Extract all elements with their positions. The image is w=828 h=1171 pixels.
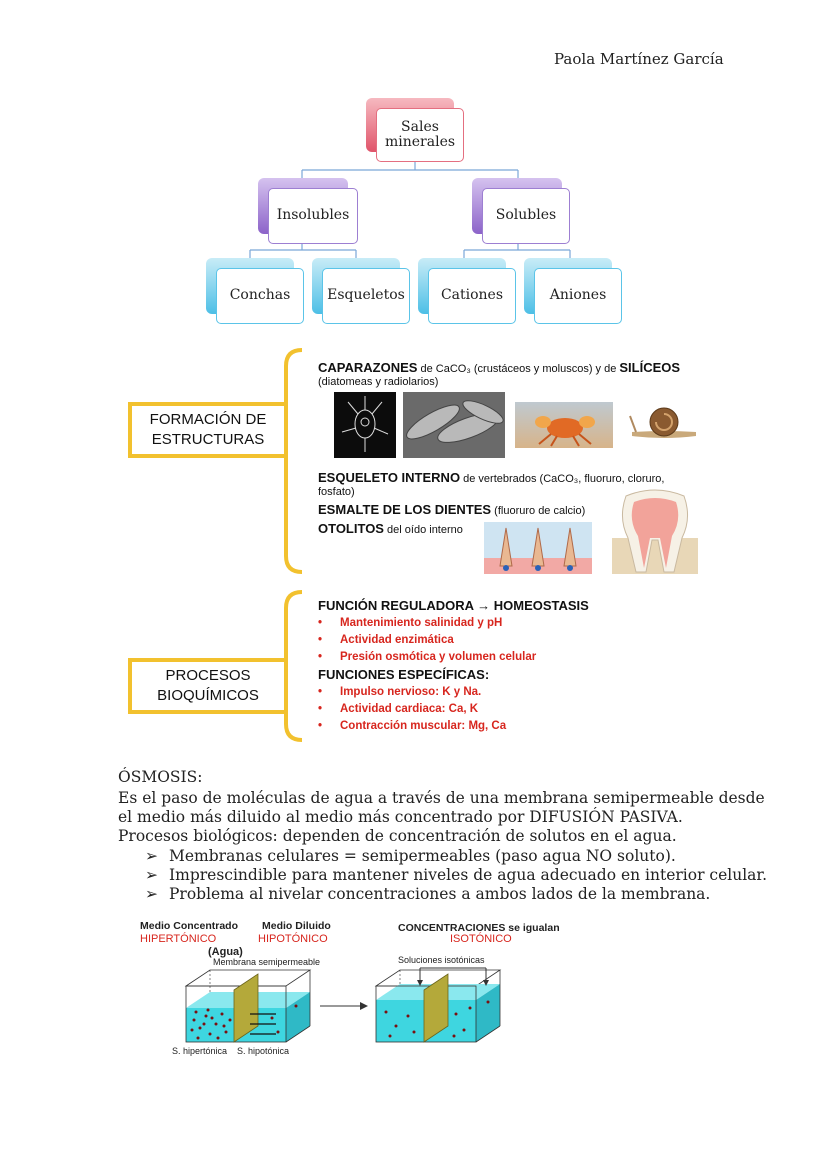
- org-chart-connectors: [249, 158, 571, 262]
- crab-icon: [535, 416, 595, 447]
- osmosis-bullet: ➢ Membranas celulares = semipermeables (p…: [145, 847, 676, 865]
- osmosis-heading: ÓSMOSIS:: [118, 768, 203, 786]
- osmosis-line3: Procesos biológicos: dependen de concent…: [118, 827, 677, 845]
- osmosis-bullet-text: Membranas celulares = semipermeables (pa…: [169, 847, 676, 865]
- otolith-icon: [484, 522, 592, 574]
- caparazones-title: CAPARAZONES: [318, 360, 418, 375]
- soluciones-label: Soluciones isotónicas: [398, 955, 485, 965]
- esqueletos-node: Esqueletos: [322, 268, 410, 324]
- especificas-item-text: Contracción muscular: Mg, Ca: [340, 720, 507, 732]
- aniones-node: Aniones: [534, 268, 622, 324]
- s-hipotonica-label: S. hipotónica: [237, 1046, 290, 1056]
- cationes-node: Cationes: [428, 268, 516, 324]
- cationes-label: Cationes: [440, 287, 504, 304]
- osmosis-line1: Es el paso de moléculas de agua a través…: [118, 789, 765, 807]
- membrana-label: Membrana semipermeable: [213, 957, 321, 967]
- yellow-braces: [280, 348, 303, 742]
- tooth-icon: [612, 489, 698, 574]
- esqueleto-line: ESQUELETO INTERNO de vertebrados (CaCO₃,…: [318, 470, 664, 485]
- snail-image: [624, 402, 700, 442]
- radiolarian-image: [334, 392, 396, 458]
- author-name: Paola Martínez García: [554, 50, 724, 68]
- radiolarian-icon: [341, 396, 389, 452]
- medio-concentrado-label: Medio Concentrado: [140, 920, 239, 932]
- caparazones-line: CAPARAZONES de CaCO₃ (crustáceos y molus…: [318, 360, 680, 375]
- osmosis-bullet: ➢ Problema al nivelar concentraciones a a…: [145, 885, 710, 903]
- osmosis-bullet-text: Imprescindible para mantener niveles de …: [169, 866, 768, 884]
- caparazones-text2: (diatomeas y radiolarios): [318, 376, 439, 388]
- tooth-image: [612, 488, 698, 574]
- arrow-bullet-icon: ➢: [145, 866, 158, 884]
- esqueletos-label: Esqueletos: [327, 287, 405, 304]
- bullet: •: [318, 651, 323, 663]
- snail-icon: [629, 407, 696, 438]
- hipertonico-label: HIPERTÓNICO: [140, 933, 217, 945]
- formacion-tag: FORMACIÓN DE ESTRUCTURAS: [128, 402, 288, 458]
- caparazones-text: de CaCO₃ (crustáceos y moluscos) y de: [420, 363, 617, 375]
- hipotonico-label: HIPOTÓNICO: [258, 933, 328, 945]
- procesos-tag-line1: PROCESOS: [165, 666, 251, 684]
- osmosis-tanks: [184, 969, 502, 1043]
- agua-label: (Agua): [208, 946, 243, 958]
- reguladora-item-text: Mantenimiento salinidad y pH: [340, 617, 503, 629]
- insolubles-label: Insolubles: [276, 207, 350, 224]
- otolitos-line: OTOLITOS del oído interno: [318, 521, 463, 536]
- esmalte-text: (fluoruro de calcio): [494, 505, 586, 517]
- diatom-image: [403, 392, 505, 458]
- especificas-item-text: Impulso nervioso: K y Na.: [340, 686, 482, 698]
- aniones-label: Aniones: [549, 287, 607, 304]
- bullet: •: [318, 703, 323, 715]
- solubles-label: Solubles: [495, 207, 557, 224]
- arrow-bullet-icon: ➢: [145, 885, 158, 903]
- siliceos-title: SILÍCEOS: [619, 360, 681, 375]
- arrow-bullet-icon: ➢: [145, 847, 158, 865]
- especificas-item-text: Actividad cardiaca: Ca, K: [340, 703, 479, 715]
- reguladora-item-text: Actividad enzimática: [340, 634, 454, 646]
- otolitos-title: OTOLITOS: [318, 521, 384, 536]
- bullet: •: [318, 686, 323, 698]
- osmosis-line2: el medio más diluido al medio más concen…: [118, 808, 683, 826]
- esqueleto-title: ESQUELETO INTERNO: [318, 470, 461, 485]
- soluciones-pointers: [417, 967, 489, 986]
- conchas-node: Conchas: [216, 268, 304, 324]
- procesos-tag-line2: BIOQUÍMICOS: [157, 687, 259, 704]
- crab-image: [515, 402, 613, 448]
- diatom-icon: [406, 400, 504, 443]
- procesos-tag: PROCESOS BIOQUÍMICOS: [128, 658, 288, 714]
- esqueleto-text2: fosfato): [318, 486, 355, 498]
- bullet: •: [318, 634, 323, 646]
- bullet: •: [318, 720, 323, 732]
- reguladora-item-text: Presión osmótica y volumen celular: [340, 651, 537, 663]
- bullet: •: [318, 617, 323, 629]
- insolubles-node: Insolubles: [268, 188, 358, 244]
- root-node: Sales minerales: [376, 108, 464, 162]
- otolith-image: [470, 518, 594, 584]
- solubles-node: Solubles: [482, 188, 570, 244]
- concentraciones-label: CONCENTRACIONES se igualan: [398, 922, 560, 934]
- reguladora-title: FUNCIÓN REGULADORA → HOMEOSTASIS: [318, 598, 589, 613]
- medio-diluido-label: Medio Diluido: [262, 920, 331, 932]
- root-label: Sales minerales: [385, 118, 456, 150]
- otolitos-text: del oído interno: [387, 524, 463, 536]
- esmalte-title: ESMALTE DE LOS DIENTES: [318, 502, 492, 517]
- formacion-tag-line2: ESTRUCTURAS: [151, 431, 265, 448]
- esqueleto-text: de vertebrados (CaCO₃, fluoruro, cloruro…: [463, 473, 665, 485]
- isotonico-label: ISOTÓNICO: [450, 933, 512, 945]
- osmosis-bullet-text: Problema al nivelar concentraciones a am…: [169, 885, 711, 903]
- osmosis-bullet: ➢ Imprescindible para mantener niveles de…: [145, 866, 767, 884]
- esmalte-line: ESMALTE DE LOS DIENTES (fluoruro de calc…: [318, 502, 585, 517]
- especificas-title: FUNCIONES ESPECÍFICAS:: [318, 667, 490, 682]
- conchas-label: Conchas: [229, 287, 291, 304]
- formacion-tag-line1: FORMACIÓN DE: [149, 410, 267, 428]
- s-hipertonica-label: S. hipertónica: [172, 1046, 228, 1056]
